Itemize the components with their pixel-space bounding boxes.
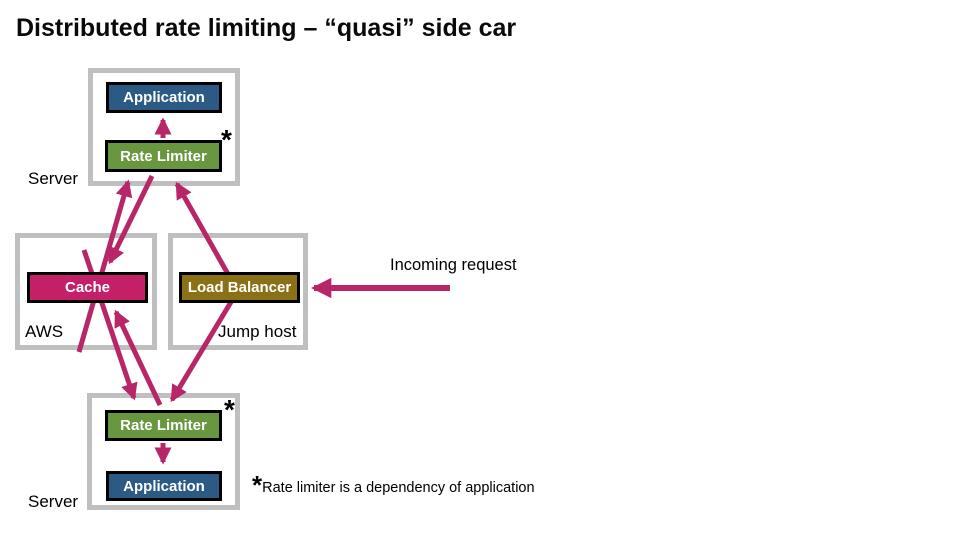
cache-label: Cache xyxy=(64,279,111,296)
application-top-label: Application xyxy=(123,89,205,106)
arrow-rl-bottom-to-cache xyxy=(113,309,163,407)
footnote: * Rate limiter is a dependency of applic… xyxy=(252,470,535,500)
rate-limiter-top-node: Rate Limiter xyxy=(105,140,222,172)
server-top-label: Server xyxy=(28,169,79,188)
load-balancer-node: Load Balancer xyxy=(179,272,300,303)
rate-limiter-top-label: Rate Limiter xyxy=(120,147,207,165)
load-balancer-label: Load Balancer xyxy=(187,279,292,296)
arrow-rl-top-to-cache xyxy=(107,174,155,265)
footnote-asterisk: * xyxy=(252,470,263,500)
application-bottom-node: Application xyxy=(106,471,222,501)
rate-limiter-bottom-label: Rate Limiter xyxy=(120,417,207,434)
application-top-node: Application xyxy=(106,82,222,113)
application-bottom-label: Application xyxy=(123,477,205,495)
slide-title: Distributed rate limiting – “quasi” side… xyxy=(16,14,517,42)
jump-host-label: Jump host xyxy=(218,322,297,341)
server-bottom-label: Server xyxy=(28,492,79,511)
rate-limiter-top-asterisk: * xyxy=(221,124,232,155)
rate-limiter-bottom-asterisk: * xyxy=(224,394,235,425)
footnote-text: Rate limiter is a dependency of applicat… xyxy=(262,480,535,496)
aws-label: AWS xyxy=(25,322,64,341)
arrow-lb-to-rl-bottom xyxy=(169,290,240,403)
incoming-request-label: Incoming request xyxy=(390,256,517,274)
rate-limiter-bottom-node: Rate Limiter xyxy=(105,410,222,441)
arrow-cache-to-rl-top xyxy=(76,179,133,353)
cache-node: Cache xyxy=(27,272,148,303)
